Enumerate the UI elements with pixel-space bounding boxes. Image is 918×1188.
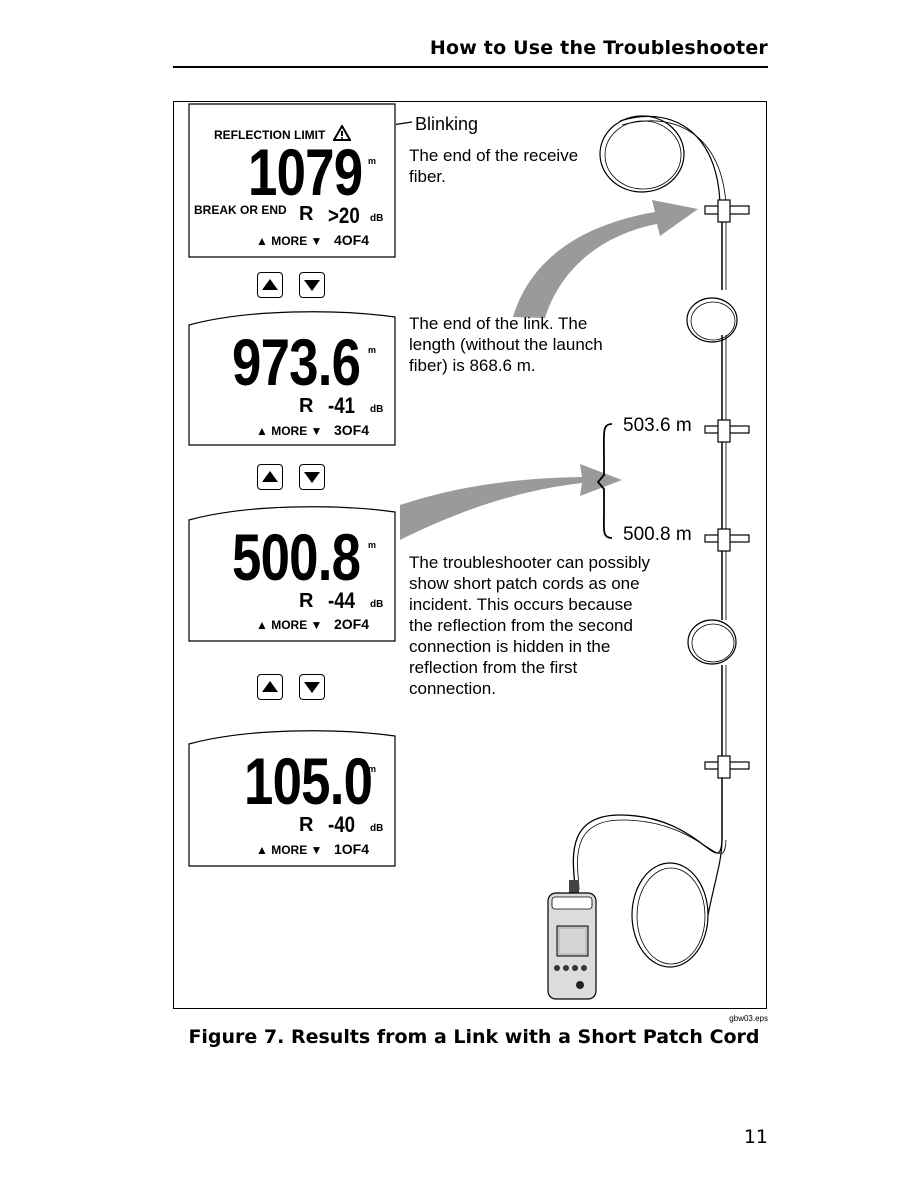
distance-readout: 105.0 [244,744,373,818]
distance-label-lower: 500.8 m [623,524,692,545]
down-button[interactable] [299,464,325,490]
reflectance-unit: dB [370,823,384,834]
annotation-line: connection is hidden in the [409,637,611,656]
annotation-line: incident. This occurs because [409,595,633,614]
annotation-line: The end of the link. The [409,314,588,333]
more-indicator: ▲ MORE ▼ [256,618,323,632]
annotation-line: length (without the launch [409,335,603,354]
reflectance-label: R [299,203,314,225]
annotation-line: fiber) is 868.6 m. [409,356,536,375]
down-button[interactable] [299,272,325,298]
annotation-line: fiber. [409,167,446,186]
nav-buttons-2 [257,464,337,492]
distance-label-upper: 503.6 m [623,415,692,436]
reflectance-value: -44 [328,588,356,613]
up-button[interactable] [257,272,283,298]
figure-file-label: gbw03.eps [729,1014,768,1023]
distance-unit: m [368,345,377,355]
more-indicator: ▲ MORE ▼ [256,424,323,438]
reflection-limit-label: REFLECTION LIMIT [214,128,326,142]
distance-unit: m [368,764,377,774]
event-index: 2OF4 [334,616,370,632]
reflectance-unit: dB [370,599,384,610]
annotation-line: reflection from the first [409,658,578,677]
up-button[interactable] [257,674,283,700]
down-arrow-icon [304,280,320,291]
break-or-end-label: BREAK OR END [194,203,287,217]
page-number: 11 [743,1126,768,1148]
annotation-line: The troubleshooter can possibly [409,553,650,572]
receive-end-annotation: The end of the receive fiber. [409,145,578,187]
more-indicator: ▲ MORE ▼ [256,843,323,857]
distance-readout: 973.6 [232,325,361,399]
distance-readout: 500.8 [232,520,361,594]
down-button[interactable] [299,674,325,700]
nav-buttons-1 [257,272,337,300]
reflectance-label: R [299,590,314,612]
header-rule [173,66,768,68]
event-index: 3OF4 [334,422,370,438]
more-indicator: ▲ MORE ▼ [256,234,323,248]
blinking-annotation: Blinking [415,114,479,134]
up-arrow-icon [262,279,278,290]
annotation-line: the reflection from the second [409,616,633,635]
distance-unit: m [368,156,377,166]
lcd-screen-1of4: 105.0 m R -40 dB ▲ MORE ▼ 1OF4 [188,726,396,867]
figure-caption: Figure 7. Results from a Link with a Sho… [188,1026,760,1048]
figure-frame [173,101,767,1009]
up-arrow-icon [262,681,278,692]
annotation-line: show short patch cords as one [409,574,640,593]
link-end-annotation: The end of the link. The length (without… [409,313,603,376]
reflectance-unit: dB [370,404,384,415]
patch-cord-annotation: The troubleshooter can possibly show sho… [409,552,650,699]
lcd-screen-2of4: 500.8 m R -44 dB ▲ MORE ▼ 2OF4 [188,502,396,642]
down-arrow-icon [304,682,320,693]
header-title: How to Use the Troubleshooter [429,37,768,59]
lcd-screen-4of4: REFLECTION LIMIT 1079 m BREAK OR END R >… [188,103,396,258]
annotation-line: The end of the receive [409,146,579,165]
event-index: 1OF4 [334,841,370,857]
reflectance-value: -40 [328,812,356,837]
reflectance-value: >20 [328,203,360,228]
annotation-line: connection. [409,679,496,698]
distance-unit: m [368,540,377,550]
reflectance-value: -41 [328,393,356,418]
up-arrow-icon [262,471,278,482]
lcd-screen-3of4: 973.6 m R -41 dB ▲ MORE ▼ 3OF4 [188,307,396,446]
reflectance-label: R [299,395,314,417]
nav-buttons-3 [257,674,337,702]
event-index: 4OF4 [334,232,370,248]
reflectance-unit: dB [370,213,384,224]
distance-readout: 1079 [248,135,363,209]
down-arrow-icon [304,472,320,483]
up-button[interactable] [257,464,283,490]
reflectance-label: R [299,814,314,836]
